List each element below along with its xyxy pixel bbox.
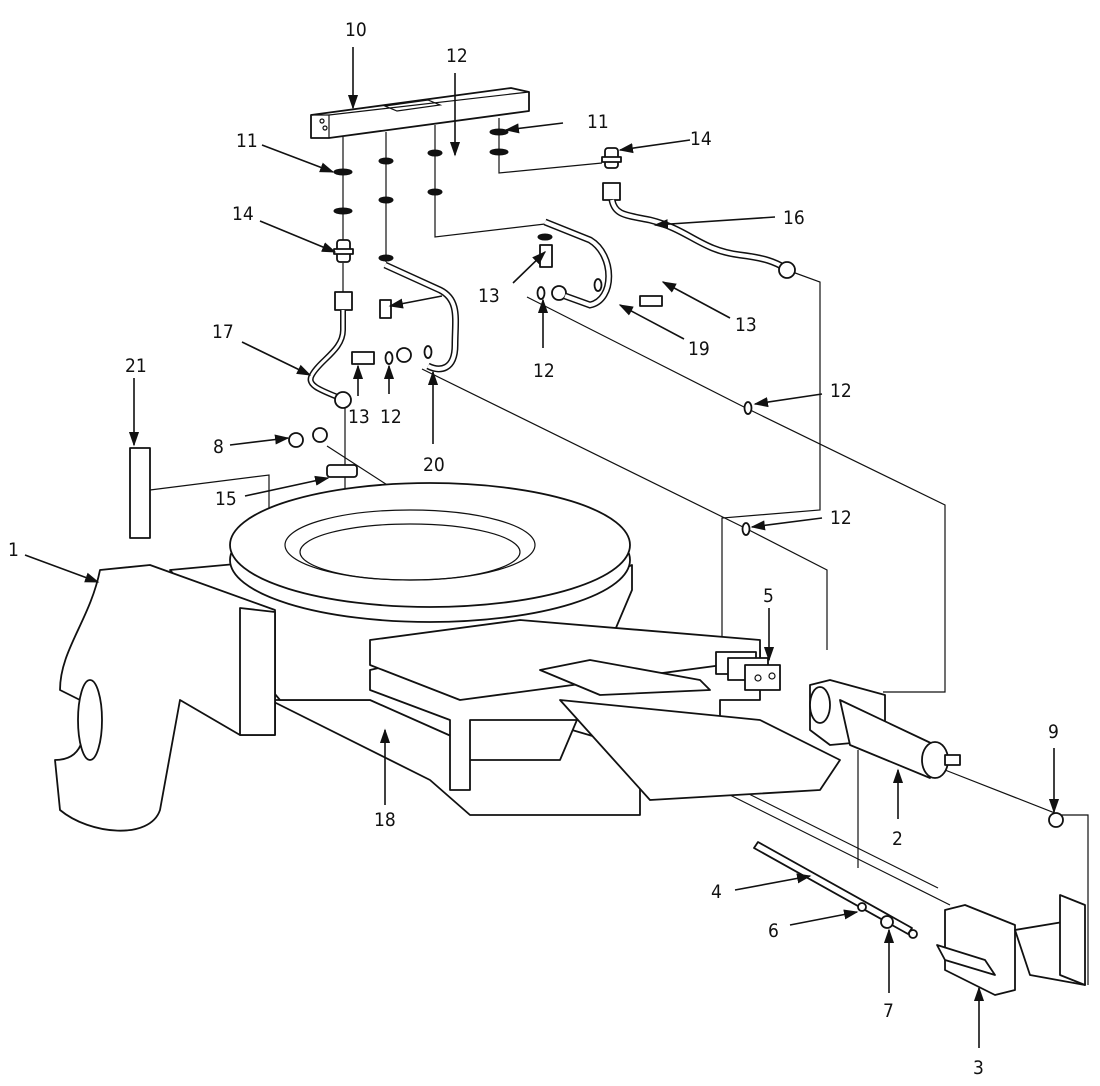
callout-12: 12: [533, 360, 555, 382]
callout-4: 4: [711, 881, 722, 903]
callout-2: 2: [892, 828, 903, 850]
callout-18: 18: [374, 809, 396, 831]
callout-21: 21: [125, 355, 147, 377]
callout-8: 8: [213, 436, 224, 458]
rod: [753, 841, 918, 939]
callout-15: 15: [215, 488, 237, 510]
callout-16: 16: [783, 207, 805, 229]
callout-labels: 10 12 11 11 14 14 16 13 13 13 19 12 17 1…: [8, 19, 1059, 1079]
manifold-block: [310, 87, 530, 139]
shim-plates: [715, 651, 781, 691]
callout-17: 17: [212, 321, 234, 343]
rotary-table: [229, 482, 631, 623]
callout-1: 1: [8, 539, 19, 561]
callout-14: 14: [690, 128, 712, 150]
bracket: [936, 894, 1086, 996]
callout-13: 13: [478, 285, 500, 307]
clamp-arm: [54, 564, 276, 832]
callout-13: 13: [735, 314, 757, 336]
callout-7: 7: [883, 1000, 894, 1022]
tubes: [307, 199, 796, 409]
callout-6: 6: [768, 920, 779, 942]
leader-arrows: [24, 47, 1060, 1048]
callout-12: 12: [830, 507, 852, 529]
cylinder: [809, 679, 961, 779]
callout-12: 12: [830, 380, 852, 402]
callout-19: 19: [688, 338, 710, 360]
small-parts: [129, 427, 1064, 828]
callout-9: 9: [1048, 721, 1059, 743]
callout-14: 14: [232, 203, 254, 225]
o-rings: [333, 128, 753, 536]
callout-11: 11: [587, 111, 609, 133]
callout-5: 5: [763, 585, 774, 607]
callout-20: 20: [423, 454, 445, 476]
callout-12: 12: [380, 406, 402, 428]
callout-3: 3: [973, 1057, 984, 1079]
fittings: [333, 147, 663, 365]
callout-13: 13: [348, 406, 370, 428]
callout-11: 11: [236, 130, 258, 152]
callout-10: 10: [345, 19, 367, 41]
callout-12: 12: [446, 45, 468, 67]
